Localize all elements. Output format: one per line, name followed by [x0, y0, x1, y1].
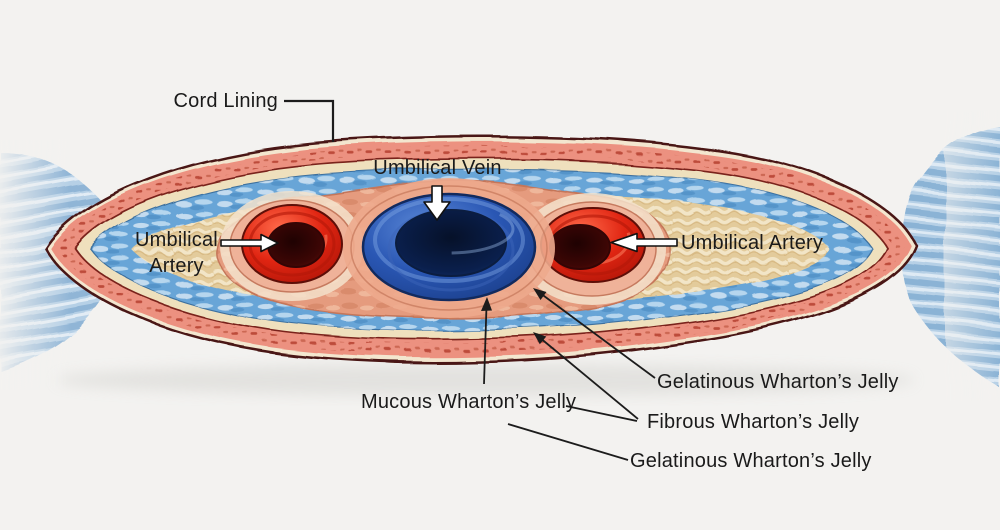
- umbilical-vein-label: Umbilical Vein: [373, 157, 502, 179]
- fibrous-leader: [538, 336, 639, 420]
- vessels: [220, 178, 666, 318]
- umbilical-vein-vessel: [343, 178, 555, 318]
- gelatinous-whartons-jelly-upper-label: Gelatinous Wharton’s Jelly: [657, 371, 899, 393]
- mucous-arrowhead: [481, 297, 492, 311]
- fibrous-arrowhead: [533, 332, 547, 345]
- umbilical-artery-right-label: Umbilical Artery: [681, 232, 824, 254]
- umbilical-artery-right-vessel: [518, 193, 666, 305]
- umbilical-artery-left-vessel: [220, 191, 364, 301]
- gelatinous-upper-leader: [539, 292, 656, 379]
- fibrous-whartons-jelly-label: Fibrous Wharton’s Jelly: [647, 411, 860, 433]
- cord-exterior-ends: [0, 110, 1000, 400]
- fibrous-link-line: [565, 405, 638, 422]
- umbilical-artery-left-label: Umbilical Artery: [104, 227, 249, 279]
- umbilical-artery-left-line2: Artery: [149, 255, 204, 277]
- umbilical-artery-left-line1: Umbilical: [135, 229, 218, 251]
- cord-lining-leader: [284, 99, 335, 142]
- cord-lining-label: Cord Lining: [173, 90, 278, 112]
- gelatinous-lower-leader: [507, 423, 629, 461]
- umbilical-artery-left-arrow: [220, 233, 279, 253]
- annotations: [220, 99, 678, 461]
- gelatinous-whartons-jelly-lower-label: Gelatinous Wharton’s Jelly: [630, 450, 872, 472]
- gelatinous-upper-arrowhead: [533, 288, 547, 300]
- umbilical-artery-right-arrow: [610, 232, 678, 253]
- umbilical-vein-arrow: [423, 185, 451, 221]
- mucous-whartons-jelly-label: Mucous Wharton’s Jelly: [361, 391, 577, 413]
- mucous-leader: [483, 305, 488, 385]
- right-cord-end: [901, 110, 1000, 400]
